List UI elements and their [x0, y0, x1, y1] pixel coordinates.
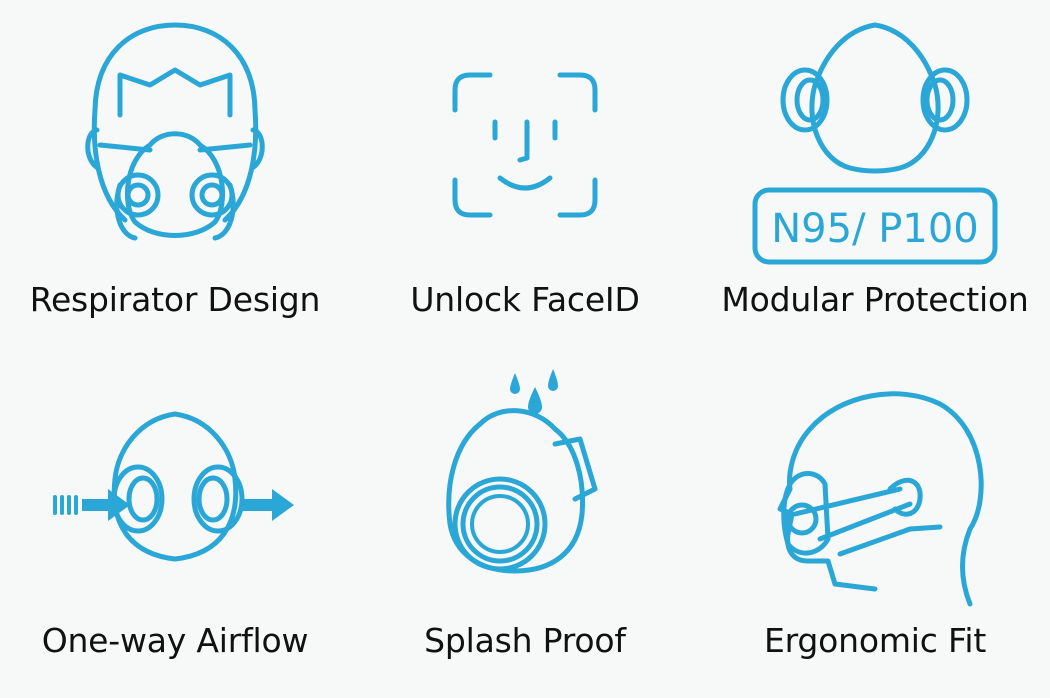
feature-label: One-way Airflow	[41, 621, 309, 660]
feature-splash-proof: Splash Proof	[350, 349, 700, 698]
ergonomic-head-icon	[777, 391, 984, 607]
feature-unlock-faceid: Unlock FaceID	[350, 0, 700, 349]
feature-label: Respirator Design	[29, 280, 321, 319]
feature-label: Modular Protection	[721, 280, 1029, 319]
respirator-head-icon	[85, 22, 265, 241]
certification-badge-text: N95/ P100	[771, 206, 978, 252]
splash-proof-mask-icon	[446, 369, 598, 574]
feature-respirator-design: Respirator Design	[0, 0, 350, 349]
feature-label: Splash Proof	[424, 621, 626, 660]
feature-label: Unlock FaceID	[410, 280, 640, 319]
feature-ergonomic-fit: Ergonomic Fit	[700, 349, 1050, 698]
airflow-mask-icon	[53, 411, 294, 562]
modular-mask-icon: N95/ P100	[752, 22, 998, 265]
feature-one-way-airflow: One-way Airflow	[0, 349, 350, 698]
feature-label: Ergonomic Fit	[763, 621, 987, 660]
feature-modular-protection: N95/ P100 Modular Protection	[700, 0, 1050, 349]
face-id-icon	[452, 72, 598, 218]
